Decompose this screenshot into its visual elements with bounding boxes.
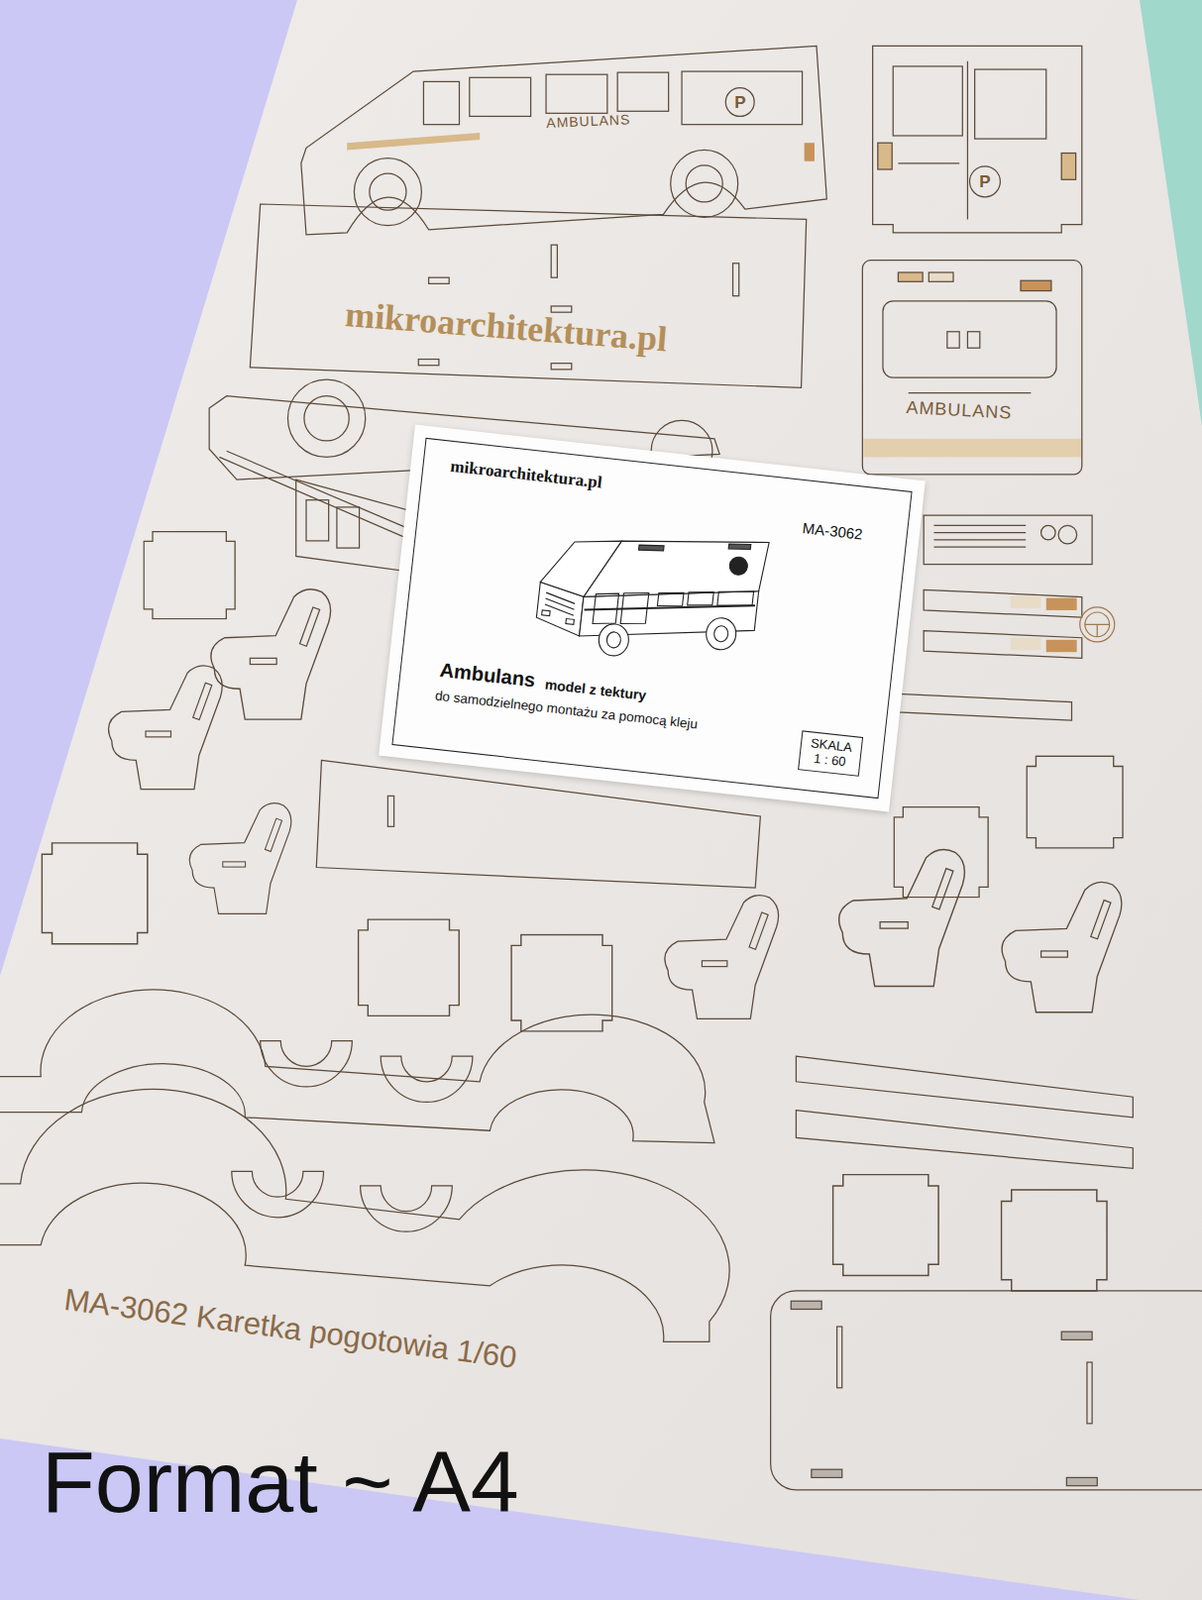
side-panel: AMBULANS: [546, 110, 632, 131]
node-text: model z tektury: [544, 676, 648, 704]
back-panel-outline: [862, 260, 1082, 475]
instruction-card: SKALA 1 : 60 mikroarchitektura.plMA-3062…: [378, 425, 926, 813]
back-panel: AMBULANS: [905, 397, 1013, 424]
steering-wheel: [1080, 607, 1115, 643]
van-illustration: [517, 489, 782, 684]
node-text: AMBULANS: [546, 110, 632, 131]
cut-parts: [0, 45, 1202, 1490]
p-symbol: P: [979, 173, 990, 191]
node-text: do samodzielnego montażu za pomocą kleju: [434, 687, 699, 733]
light-strips: [897, 589, 1082, 721]
scale-box: SKALA 1 : 60: [797, 730, 864, 776]
grille-part: [923, 515, 1093, 564]
side-panel-outline: [301, 45, 827, 235]
p-symbol: P: [734, 94, 746, 111]
sheet-code-label: MA-3062 Karetka pogotowia 1/60: [62, 1284, 519, 1374]
node-text: MA-3062: [801, 519, 864, 544]
format-label: Format ~ A4: [41, 1438, 520, 1527]
node-text: mikroarchitektura.pl: [449, 456, 604, 493]
node-text: Ambulans: [438, 658, 538, 692]
node-text: mikroarchitektura.pl: [343, 294, 669, 361]
roof-panel: mikroarchitektura.pl: [343, 294, 669, 361]
seats: [109, 589, 1122, 1020]
node-text: AMBULANS: [905, 397, 1013, 424]
long-strips: [795, 1056, 1133, 1169]
floor-panel: [770, 1291, 1202, 1491]
front-panel-outline: [873, 45, 1083, 232]
node-text: SKALA 1 : 60: [805, 736, 857, 771]
roof-panel-outline: [249, 204, 806, 388]
